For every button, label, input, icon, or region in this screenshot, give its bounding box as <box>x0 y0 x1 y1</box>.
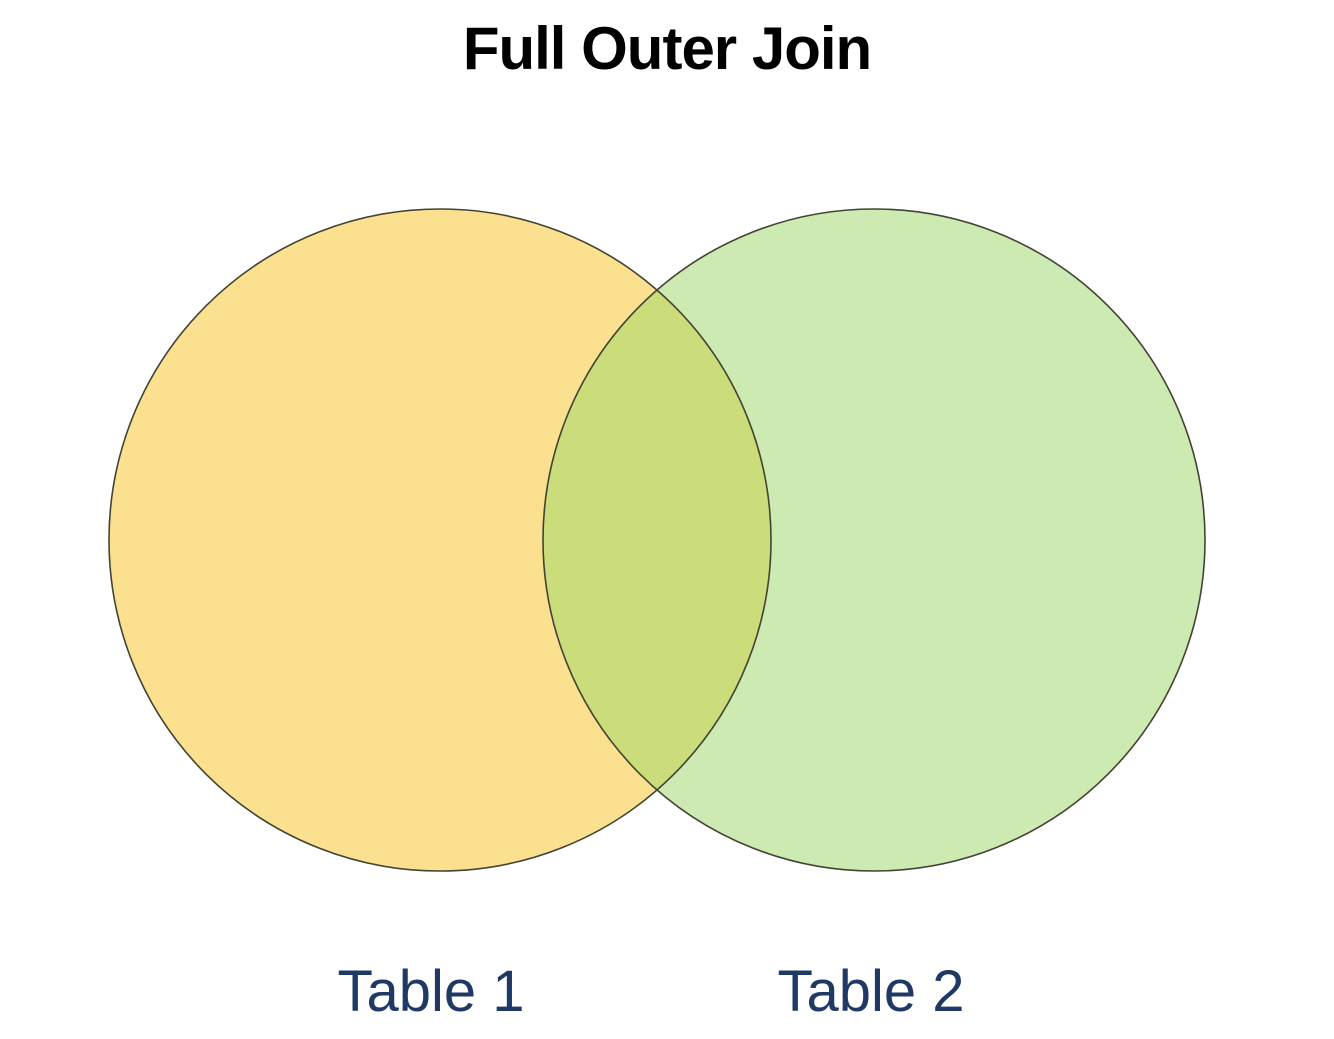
page-title: Full Outer Join <box>462 15 872 82</box>
table1-circle-outline <box>108 208 772 872</box>
table2-label: Table 2 <box>777 959 965 1024</box>
overlap-region <box>543 290 771 790</box>
table1-label: Table 1 <box>337 959 525 1024</box>
table2-circle-outline <box>542 208 1206 872</box>
